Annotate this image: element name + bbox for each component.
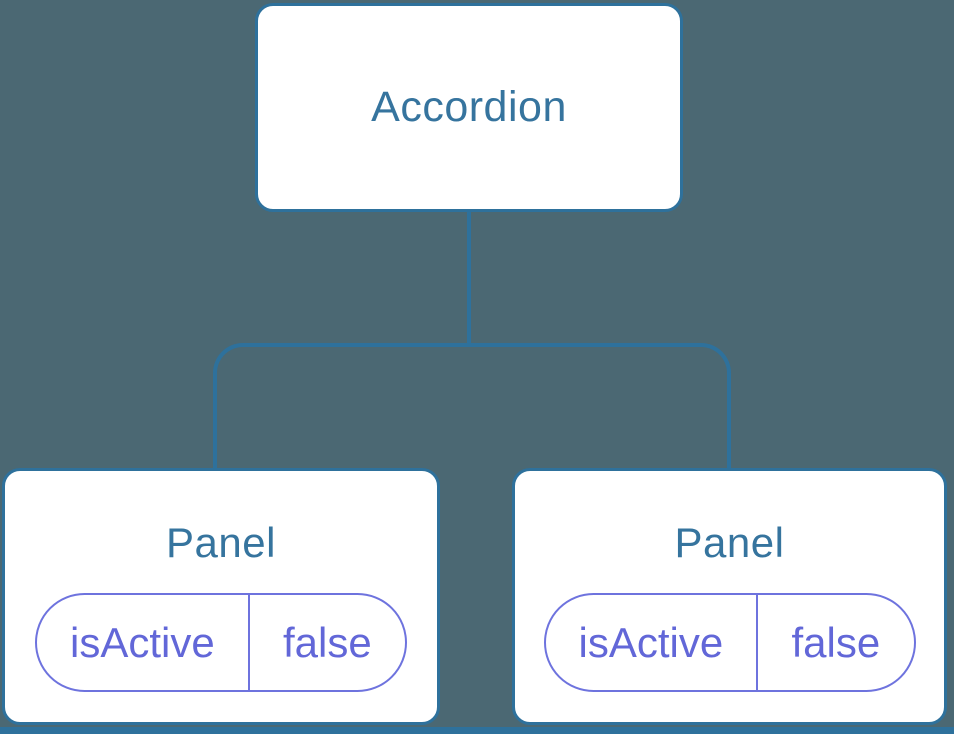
state-key: isActive: [546, 595, 759, 690]
state-pill: isActive false: [35, 593, 407, 692]
panel-node-right: Panel isActive false: [512, 468, 947, 725]
state-value: false: [791, 618, 881, 666]
panel-node-left: Panel isActive false: [2, 468, 440, 725]
state-pill: isActive false: [543, 593, 916, 692]
state-value: false: [282, 618, 372, 666]
tree-connector-bracket: [213, 343, 731, 469]
accordion-node-label: Accordion: [371, 83, 567, 131]
panel-node-label: Panel: [674, 519, 785, 566]
panel-label-wrap: Panel: [5, 519, 437, 567]
state-key: isActive: [37, 595, 250, 690]
tree-connector-stem: [467, 211, 471, 346]
panel-label-wrap: Panel: [515, 519, 944, 567]
bottom-edge-bar: [0, 727, 954, 734]
panel-node-label: Panel: [166, 519, 276, 566]
accordion-node: Accordion: [255, 3, 683, 212]
